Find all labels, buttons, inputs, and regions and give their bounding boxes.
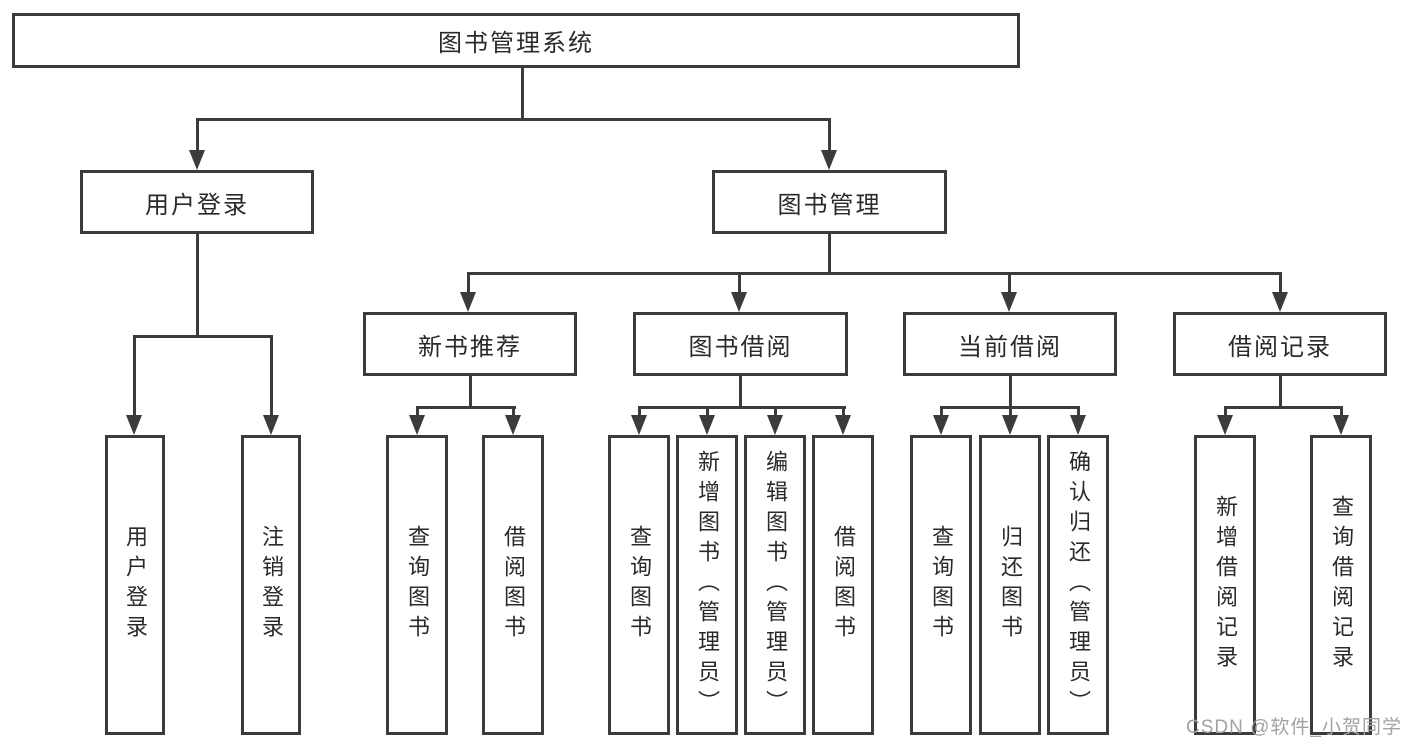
arrow-down-icon bbox=[1272, 292, 1288, 312]
leaf-query-books-recommend: 查询图书 bbox=[386, 435, 448, 735]
node-borrowing-records: 借阅记录 bbox=[1173, 312, 1387, 376]
connector-arrow-stem bbox=[133, 335, 136, 419]
arrow-down-icon bbox=[126, 415, 142, 435]
connector-arrow-stem bbox=[842, 406, 845, 418]
leaf-user-login: 用户登录 bbox=[105, 435, 165, 735]
leaf-query-borrow-record: 查询借阅记录 bbox=[1310, 435, 1372, 735]
leaf-add-borrow-record: 新增借阅记录 bbox=[1194, 435, 1256, 735]
arrow-down-icon bbox=[933, 415, 949, 435]
leaf-borrow-books-recommend: 借阅图书 bbox=[482, 435, 544, 735]
arrow-down-icon bbox=[189, 150, 205, 170]
node-book-management: 图书管理 bbox=[712, 170, 947, 234]
connector-arrow-stem bbox=[1077, 406, 1080, 418]
node-library-management-system: 图书管理系统 bbox=[12, 13, 1020, 68]
connector-userlogin-bar bbox=[133, 335, 273, 338]
connector-arrow-stem bbox=[1008, 272, 1011, 296]
connector-arrow-stem bbox=[416, 406, 419, 418]
connector-arrow-stem bbox=[1279, 272, 1282, 296]
arrow-down-icon bbox=[263, 415, 279, 435]
connector-records-stem bbox=[1279, 374, 1282, 408]
arrow-down-icon bbox=[835, 415, 851, 435]
arrow-down-icon bbox=[1217, 415, 1233, 435]
leaf-return-books: 归还图书 bbox=[979, 435, 1041, 735]
leaf-query-books-borrow: 查询图书 bbox=[608, 435, 670, 735]
node-user-login: 用户登录 bbox=[80, 170, 314, 234]
connector-arrow-stem bbox=[940, 406, 943, 418]
arrow-down-icon bbox=[699, 415, 715, 435]
arrow-down-icon bbox=[731, 292, 747, 312]
connector-root-bar bbox=[196, 118, 831, 121]
connector-borrow-bar bbox=[638, 406, 846, 409]
connector-arrow-stem bbox=[1340, 406, 1343, 418]
connector-arrow-stem bbox=[828, 118, 831, 154]
arrow-down-icon bbox=[631, 415, 647, 435]
csdn-watermark: CSDN @软件_小贺同学 bbox=[1186, 717, 1402, 738]
connector-bookmgmt-stem bbox=[828, 232, 831, 275]
arrow-down-icon bbox=[409, 415, 425, 435]
connector-arrow-stem bbox=[706, 406, 709, 418]
arrow-down-icon bbox=[460, 292, 476, 312]
connector-arrow-stem bbox=[512, 406, 515, 418]
connector-arrow-stem bbox=[196, 118, 199, 154]
arrow-down-icon bbox=[1002, 415, 1018, 435]
connector-newbook-bar bbox=[416, 406, 516, 409]
leaf-logout: 注销登录 bbox=[241, 435, 301, 735]
node-current-borrowing: 当前借阅 bbox=[903, 312, 1117, 376]
leaf-add-books-admin: 新增图书（管理员） bbox=[676, 435, 738, 735]
connector-arrow-stem bbox=[774, 406, 777, 418]
leaf-edit-books-admin: 编辑图书（管理员） bbox=[744, 435, 806, 735]
connector-arrow-stem bbox=[638, 406, 641, 418]
connector-arrow-stem bbox=[1009, 406, 1012, 418]
arrow-down-icon bbox=[767, 415, 783, 435]
connector-arrow-stem bbox=[738, 272, 741, 296]
connector-arrow-stem bbox=[1224, 406, 1227, 418]
arrow-down-icon bbox=[821, 150, 837, 170]
connector-newbook-stem bbox=[469, 374, 472, 408]
connector-current-stem bbox=[1009, 374, 1012, 408]
arrow-down-icon bbox=[1333, 415, 1349, 435]
node-new-book-recommendation: 新书推荐 bbox=[363, 312, 577, 376]
node-book-borrowing: 图书借阅 bbox=[633, 312, 848, 376]
connector-borrow-stem bbox=[739, 374, 742, 408]
leaf-confirm-return-admin: 确认归还（管理员） bbox=[1047, 435, 1109, 735]
connector-userlogin-stem bbox=[196, 232, 199, 338]
arrow-down-icon bbox=[505, 415, 521, 435]
connector-arrow-stem bbox=[270, 335, 273, 419]
arrow-down-icon bbox=[1070, 415, 1086, 435]
leaf-query-books-current: 查询图书 bbox=[910, 435, 972, 735]
arrow-down-icon bbox=[1001, 292, 1017, 312]
connector-bookmgmt-bar bbox=[467, 272, 1282, 275]
connector-records-bar bbox=[1224, 406, 1343, 409]
connector-root-stem bbox=[521, 66, 524, 120]
connector-arrow-stem bbox=[467, 272, 470, 296]
leaf-borrow-books: 借阅图书 bbox=[812, 435, 874, 735]
